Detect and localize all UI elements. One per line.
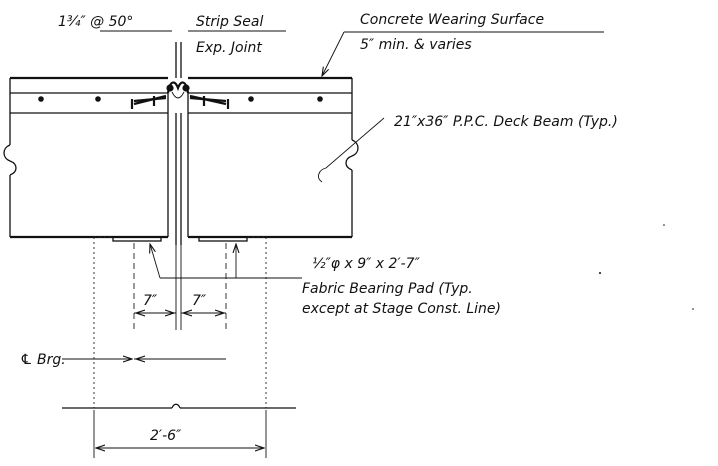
speck [663, 224, 665, 226]
strip-seal-label: Strip Seal [196, 14, 263, 30]
speck [599, 272, 601, 274]
dimension-2ft-6in: 2′-6″ [96, 428, 264, 448]
svg-text:7″: 7″ [143, 293, 158, 309]
joint-opening-label: 1¾″ @ 50° [58, 14, 133, 30]
rebar-dot [248, 96, 254, 102]
deck-beam-right [187, 76, 359, 239]
rebar-dot [38, 96, 44, 102]
svg-text:2′-6″: 2′-6″ [150, 428, 182, 444]
bearing-pad-right [198, 236, 248, 242]
rebar-dot [95, 96, 101, 102]
wearing-surface-thickness-label: 5″ min. & varies [360, 37, 472, 53]
pad-size-label: ½″φ x 9″ x 2′-7″ [312, 256, 421, 272]
exp-joint-label: Exp. Joint [196, 40, 262, 56]
rebar-dot [317, 96, 323, 102]
bearing-pad-label: Fabric Bearing Pad (Typ. [302, 281, 473, 297]
dimension-7in-right: 7″ [181, 293, 226, 313]
svg-text:7″: 7″ [192, 293, 207, 309]
dimension-7in-left: 7″ [134, 293, 176, 313]
strip-seal-joint [130, 42, 230, 245]
centerline-bearing-label: ℄ Brg. [20, 352, 66, 368]
seal-anchor-left [130, 94, 167, 109]
pier-cap-outline [62, 236, 296, 409]
bearing-pad-left [112, 236, 162, 242]
seal-anchor-right [189, 94, 230, 109]
speck [692, 308, 694, 310]
wearing-surface-label: Concrete Wearing Surface [360, 12, 544, 28]
deck-beam-label: 21″x36″ P.P.C. Deck Beam (Typ.) [394, 114, 618, 130]
bearing-pad-note-label: except at Stage Const. Line) [302, 301, 501, 317]
